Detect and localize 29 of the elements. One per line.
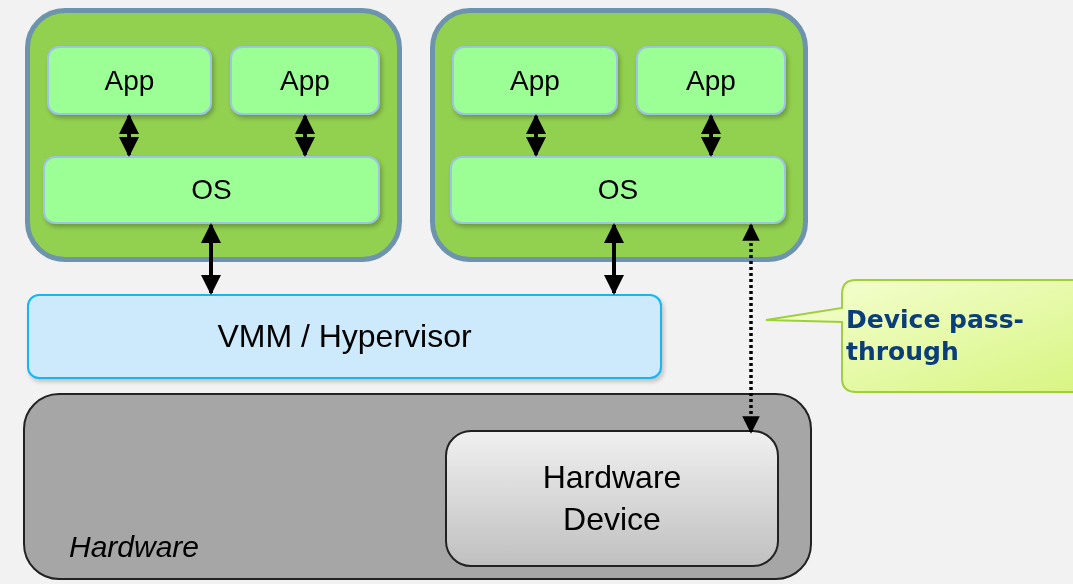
hypervisor-box bbox=[27, 294, 662, 379]
layer-box bbox=[230, 46, 380, 115]
double-arrow bbox=[295, 114, 315, 157]
node-label: OS bbox=[597, 174, 639, 206]
callout-bubble bbox=[764, 278, 1073, 394]
node-label: App bbox=[686, 64, 736, 97]
node-label: VMM / Hypervisor bbox=[217, 318, 472, 355]
node-label: App bbox=[280, 64, 330, 97]
node-label: App bbox=[104, 64, 155, 97]
layer-box bbox=[47, 46, 212, 115]
double-arrow bbox=[119, 114, 139, 157]
layer-box bbox=[43, 156, 380, 224]
double-arrow bbox=[742, 223, 760, 434]
node-label: Hardware Device bbox=[541, 457, 683, 539]
layer-box bbox=[636, 46, 786, 115]
virtual-machine-box bbox=[25, 8, 402, 262]
layer-box bbox=[450, 156, 786, 224]
layer-box bbox=[452, 46, 618, 115]
node-label: OS bbox=[191, 174, 232, 206]
device-box bbox=[445, 430, 779, 567]
callout-text: Device pass-through bbox=[846, 303, 1025, 368]
hardware-box bbox=[23, 393, 812, 580]
double-arrow bbox=[526, 114, 546, 157]
double-arrow bbox=[604, 223, 624, 295]
node-label: App bbox=[510, 64, 560, 97]
node-label: Hardware bbox=[69, 530, 200, 564]
double-arrow bbox=[201, 223, 221, 295]
virtual-machine-box bbox=[430, 8, 808, 262]
double-arrow bbox=[701, 114, 721, 157]
